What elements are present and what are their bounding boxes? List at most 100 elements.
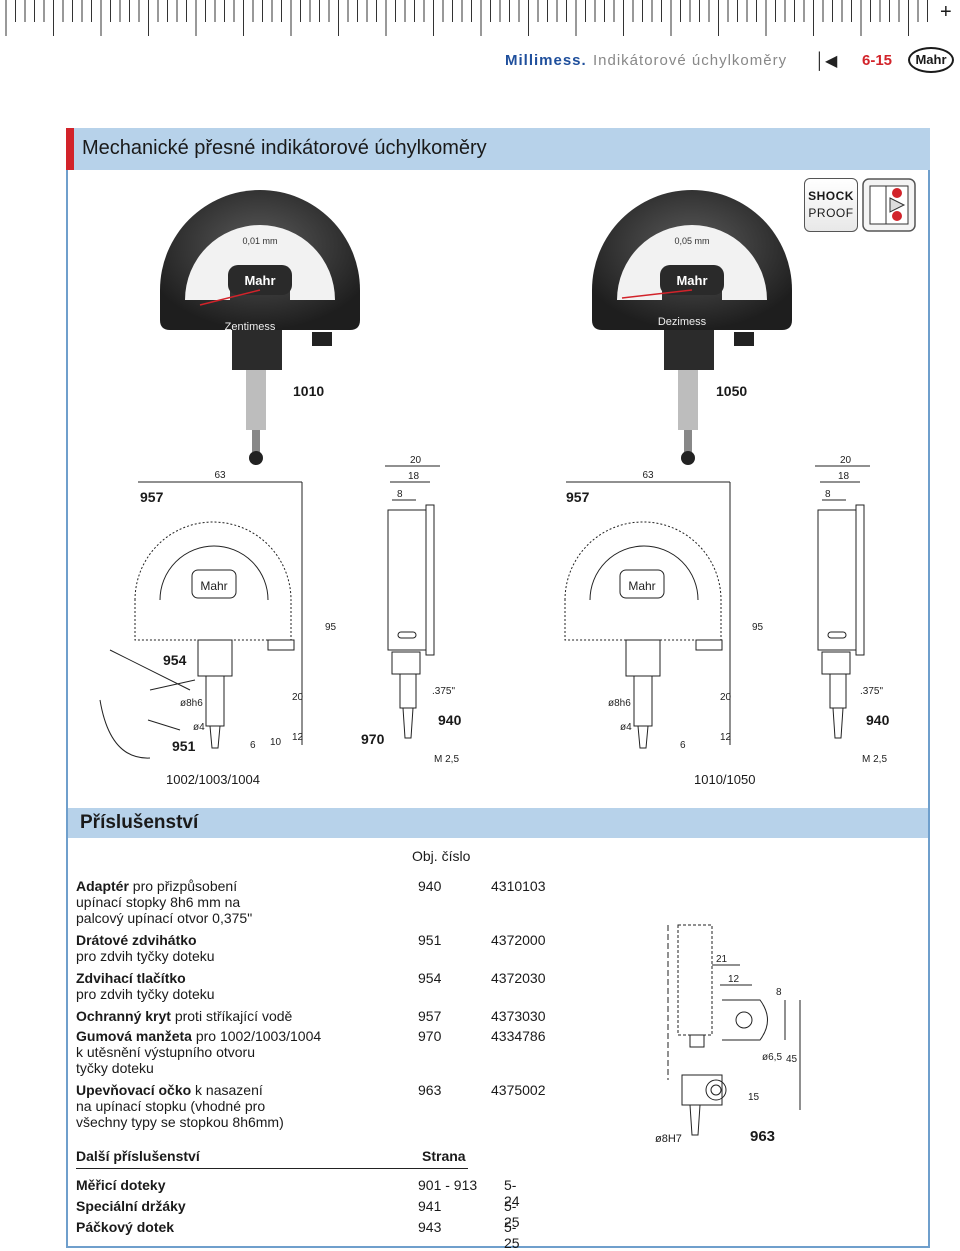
product-caption-1050: 1050 bbox=[712, 382, 752, 400]
accessory-desc-line: pro zdvih tyčky doteku bbox=[76, 948, 215, 964]
accessory-code: 940 bbox=[418, 878, 442, 894]
further-accessory-name: Páčkový dotek bbox=[76, 1219, 175, 1235]
dim-20: 20 bbox=[720, 692, 732, 703]
label-970: 970 bbox=[361, 731, 385, 747]
crop-plus-mark: + bbox=[940, 1, 952, 23]
further-page-header: Strana bbox=[422, 1148, 466, 1164]
label-940: 940 bbox=[866, 712, 890, 728]
dim-d8h6: ø8h6 bbox=[180, 698, 203, 709]
further-accessory-code: 943 bbox=[418, 1219, 442, 1235]
dim-d4: ø4 bbox=[620, 722, 632, 733]
dim-w8: 8 bbox=[825, 489, 831, 500]
drawing-logo: Mahr bbox=[200, 579, 227, 593]
mahr-logo: Mahr bbox=[908, 47, 954, 73]
dim-inch: .375" bbox=[432, 686, 455, 697]
accessory-name: Adaptér pro přizpůsobení bbox=[76, 878, 496, 894]
technical-drawings: Mahr 63 95 20 12 10 6 ø8h6 ø4 20 18 8 .3… bbox=[99, 455, 887, 765]
accessory-desc-line: na upínací stopku (vhodné pro bbox=[76, 1098, 266, 1114]
title-accent bbox=[66, 128, 74, 170]
dim-8: 8 bbox=[776, 987, 782, 998]
accessory-code: 951 bbox=[418, 932, 442, 948]
product-caption-1010: 1010 bbox=[289, 382, 329, 400]
back-arrow-icon[interactable]: │◀ bbox=[815, 53, 838, 70]
accessory-order-number: 4310103 bbox=[491, 878, 546, 894]
dial-scale: 0,01 mm bbox=[242, 236, 277, 246]
accessory-desc: proti stříkající vodě bbox=[170, 1008, 293, 1024]
accessory-desc-line: všechny typy se stopkou 8h6mm) bbox=[76, 1114, 284, 1130]
accessory-order-number: 4375002 bbox=[491, 1082, 546, 1098]
accessory-name: Drátové zdvihátko bbox=[76, 932, 496, 948]
dim-10: 10 bbox=[270, 737, 282, 748]
dim-15: 15 bbox=[748, 1092, 760, 1103]
dim-w20: 20 bbox=[410, 455, 422, 466]
accessory-name: Gumová manžeta pro 1002/1003/1004 bbox=[76, 1028, 496, 1044]
label-951: 951 bbox=[172, 738, 196, 754]
dim-w18: 18 bbox=[408, 471, 420, 482]
dim-6: 6 bbox=[250, 740, 256, 751]
accessories-title: Příslušenství bbox=[80, 812, 199, 833]
accessory-name: Upevňovací očko k nasazení bbox=[76, 1082, 496, 1098]
dim-20: 20 bbox=[292, 692, 304, 703]
further-accessories-title: Další příslušenství bbox=[76, 1148, 200, 1164]
accessory-code: 954 bbox=[418, 970, 442, 986]
order-number-header: Obj. číslo bbox=[412, 848, 471, 864]
label-963: 963 bbox=[750, 1128, 776, 1145]
accessory-desc-line: upínací stopky 8h6 mm na bbox=[76, 894, 241, 910]
accessory-name: Zdvihací tlačítko bbox=[76, 970, 496, 986]
further-accessory-code: 901 - 913 bbox=[418, 1177, 478, 1193]
dim-95: 95 bbox=[752, 622, 764, 633]
dial-scale: 0,05 mm bbox=[674, 236, 709, 246]
label-957: 957 bbox=[140, 489, 164, 505]
dial-name: Dezimess bbox=[658, 316, 707, 328]
dim-bore: ø8H7 bbox=[655, 1133, 682, 1145]
dim-12: 12 bbox=[728, 974, 740, 985]
dial-indicator-1010-photo: Mahr 0,01 mm Zentimess bbox=[160, 190, 360, 465]
accessory-desc-line: palcový upínací otvor 0,375" bbox=[76, 910, 253, 926]
further-accessory-code: 941 bbox=[418, 1198, 442, 1214]
eyelet-963-drawing: 21 12 8 ø6,5 45 15 bbox=[667, 924, 801, 1136]
label-954: 954 bbox=[163, 652, 187, 668]
dim-thread: M 2,5 bbox=[862, 754, 887, 765]
header-series: Millimess. bbox=[505, 52, 587, 69]
dim-63: 63 bbox=[642, 470, 654, 481]
accessory-title: Ochranný kryt bbox=[76, 1008, 171, 1024]
dim-d8h6: ø8h6 bbox=[608, 698, 631, 709]
dim-12: 12 bbox=[720, 732, 732, 743]
dim-w8: 8 bbox=[397, 489, 403, 500]
accessory-desc: pro přizpůsobení bbox=[128, 878, 238, 894]
dial-brand: Mahr bbox=[244, 273, 275, 288]
accessory-title: Drátové zdvihátko bbox=[76, 932, 197, 948]
models-caption: 1010/1050 bbox=[694, 772, 756, 787]
accessory-desc: k nasazení bbox=[191, 1082, 263, 1098]
dim-6: 6 bbox=[680, 740, 686, 751]
further-accessory-row: Páčkový dotek 943 5-25 bbox=[76, 1219, 520, 1251]
shock-proof-icon bbox=[862, 178, 916, 232]
dim-21: 21 bbox=[716, 954, 728, 965]
dim-inch: .375" bbox=[860, 686, 883, 697]
accessory-code: 970 bbox=[418, 1028, 442, 1044]
further-accessory-page: 5-24 bbox=[504, 1177, 520, 1209]
section-title: Mechanické přesné indikátorové úchylkomě… bbox=[82, 137, 487, 159]
accessory-desc-line: tyčky doteku bbox=[76, 1060, 154, 1076]
badge-line2: PROOF bbox=[808, 206, 854, 220]
header-page-number: 6-15 bbox=[862, 52, 893, 69]
dim-12: 12 bbox=[292, 732, 304, 743]
accessory-order-number: 4372030 bbox=[491, 970, 546, 986]
accessory-title: Gumová manžeta bbox=[76, 1028, 192, 1044]
accessory-code: 957 bbox=[418, 1008, 442, 1024]
dim-d4: ø4 bbox=[193, 722, 205, 733]
dim-63: 63 bbox=[214, 470, 226, 481]
accessory-order-number: 4372000 bbox=[491, 932, 546, 948]
label-940: 940 bbox=[438, 712, 462, 728]
dim-45: 45 bbox=[786, 1054, 798, 1065]
title-bar bbox=[66, 128, 930, 170]
further-accessory-page: 5-25 bbox=[504, 1219, 520, 1251]
accessory-order-number: 4334786 bbox=[491, 1028, 546, 1044]
accessory-desc: pro 1002/1003/1004 bbox=[191, 1028, 322, 1044]
